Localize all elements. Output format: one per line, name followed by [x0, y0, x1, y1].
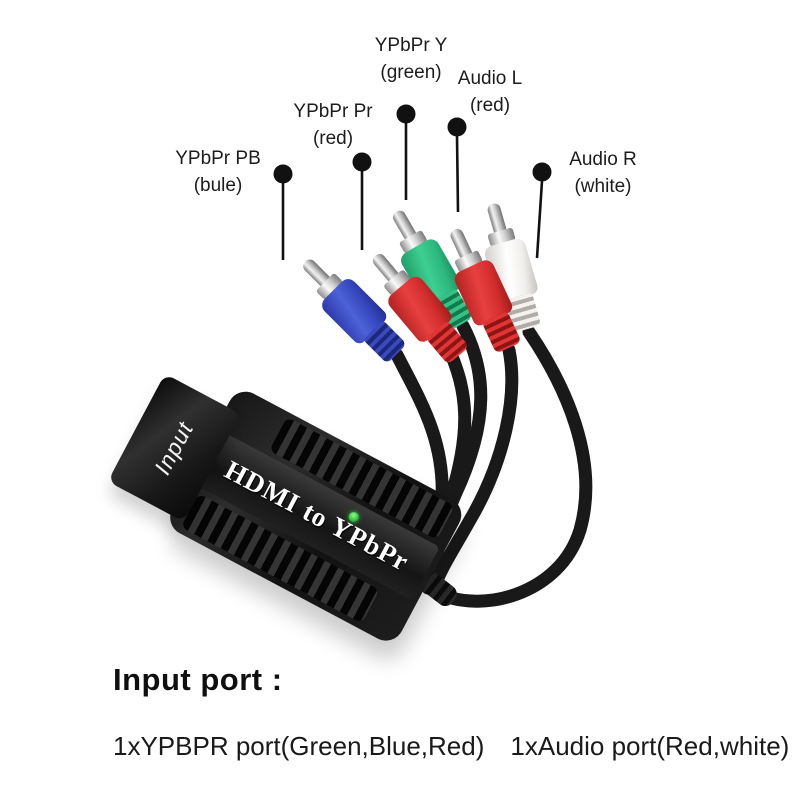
spec-audio-port: 1xAudio port(Red,white) — [510, 731, 790, 761]
dot-ypbpr-pr — [352, 152, 372, 172]
callout-title: Audio R — [569, 149, 637, 170]
callout-ypbpr-pr: YPbPr Pr (red) — [263, 98, 403, 152]
callout-subtitle: (red) — [312, 128, 354, 149]
callout-ypbpr-y: YPbPr Y (green) — [341, 32, 481, 86]
footer-heading: Input port : — [113, 662, 283, 697]
cable-red-audio-l — [427, 343, 519, 595]
footer-specs: 1xYPBPR port(Green,Blue,Red) 1xAudio por… — [113, 731, 789, 762]
dot-audio-r — [532, 162, 552, 182]
dot-ypbpr-y — [396, 104, 416, 124]
callout-subtitle: (green) — [380, 62, 442, 83]
input-label: Input — [149, 416, 199, 479]
callout-ypbpr-pb: YPbPr PB (bule) — [148, 145, 288, 199]
callout-title: Audio L — [457, 68, 523, 89]
dot-ypbpr-pb — [273, 164, 293, 184]
callout-audio-r: Audio R (white) — [533, 146, 673, 200]
leader-audio-r — [535, 180, 544, 259]
callout-subtitle: (red) — [469, 95, 511, 116]
callout-title: YPbPr PB — [175, 148, 261, 169]
callout-title: YPbPr Y — [374, 35, 448, 56]
callout-subtitle: (white) — [574, 176, 632, 197]
callout-subtitle: (bule) — [193, 175, 243, 196]
callout-title: YPbPr Pr — [293, 101, 373, 122]
callout-audio-l: Audio L (red) — [420, 65, 560, 119]
cable-white — [429, 325, 593, 608]
leader-audio-l — [455, 135, 460, 213]
spec-ypbpr-port: 1xYPBPR port(Green,Blue,Red) — [113, 731, 485, 761]
dot-audio-l — [447, 117, 467, 137]
